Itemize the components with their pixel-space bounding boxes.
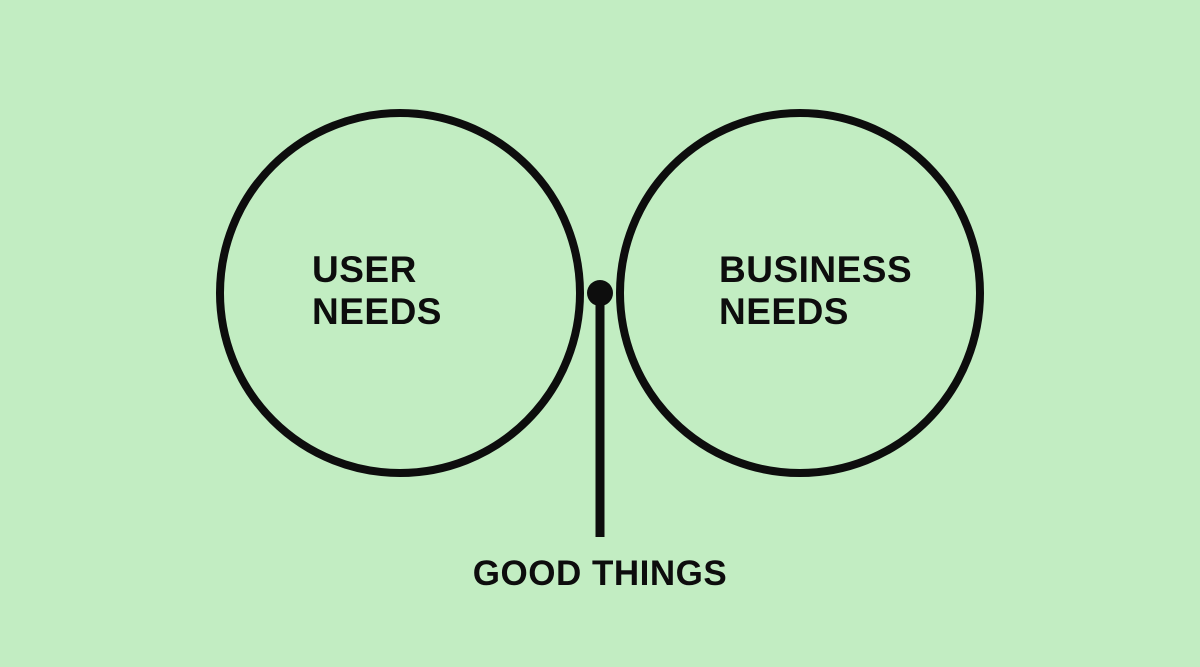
- user-needs-line2: NEEDS: [312, 291, 442, 332]
- business-needs-line2: NEEDS: [719, 291, 849, 332]
- pointer-dot: [587, 280, 613, 306]
- user-needs-line1: USER: [312, 249, 417, 290]
- business-needs-label: BUSINESS NEEDS: [719, 249, 912, 333]
- business-needs-circle: [616, 109, 984, 477]
- good-things-label: GOOD THINGS: [472, 554, 728, 593]
- user-needs-circle: [216, 109, 584, 477]
- business-needs-line1: BUSINESS: [719, 249, 913, 290]
- user-needs-label: USER NEEDS: [312, 249, 442, 333]
